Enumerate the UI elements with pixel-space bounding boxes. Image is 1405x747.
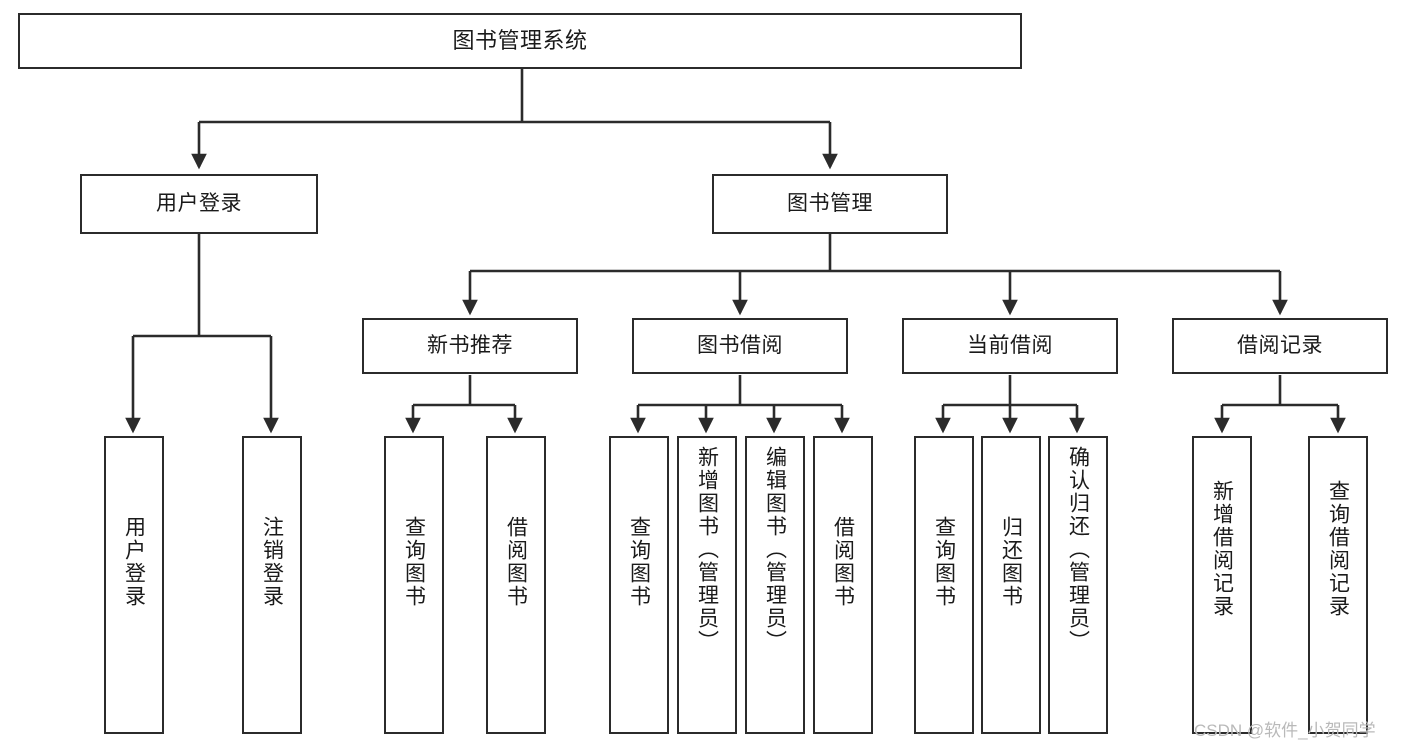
leaf-current-query-book[interactable]: 查询图书 <box>914 436 974 734</box>
node-root-system[interactable]: 图书管理系统 <box>18 13 1022 69</box>
node-label: 借阅图书 <box>831 516 855 608</box>
leaf-new-books-borrow[interactable]: 借阅图书 <box>486 436 546 734</box>
node-label: 编辑图书（管理员） <box>763 446 787 653</box>
node-label: 确认归还（管理员） <box>1066 446 1090 653</box>
node-label: 注销登录 <box>260 516 284 608</box>
node-label: 用户登录 <box>156 191 242 215</box>
node-current-borrow[interactable]: 当前借阅 <box>902 318 1118 374</box>
node-label: 新增图书（管理员） <box>695 446 719 653</box>
node-borrow-records[interactable]: 借阅记录 <box>1172 318 1388 374</box>
leaf-borrow-query-book[interactable]: 查询图书 <box>609 436 669 734</box>
node-user-login[interactable]: 用户登录 <box>80 174 318 234</box>
node-label: 新书推荐 <box>427 333 513 357</box>
node-label: 查询图书 <box>932 516 956 608</box>
node-label: 当前借阅 <box>967 333 1053 357</box>
node-book-management[interactable]: 图书管理 <box>712 174 948 234</box>
node-new-book-recommend[interactable]: 新书推荐 <box>362 318 578 374</box>
node-label: 查询图书 <box>627 516 651 608</box>
leaf-records-add-record[interactable]: 新增借阅记录 <box>1192 436 1252 734</box>
node-label: 图书管理系统 <box>452 28 588 54</box>
node-label: 借阅图书 <box>504 516 528 608</box>
node-label: 用户登录 <box>122 516 146 608</box>
leaf-borrow-add-book-admin[interactable]: 新增图书（管理员） <box>677 436 737 734</box>
node-label: 新增借阅记录 <box>1210 480 1234 618</box>
leaf-user-login-signin[interactable]: 用户登录 <box>104 436 164 734</box>
node-label: 图书管理 <box>787 191 873 215</box>
node-label: 归还图书 <box>999 516 1023 608</box>
node-label: 查询图书 <box>402 516 426 608</box>
leaf-records-query-record[interactable]: 查询借阅记录 <box>1308 436 1368 734</box>
node-book-borrow[interactable]: 图书借阅 <box>632 318 848 374</box>
leaf-current-return-book[interactable]: 归还图书 <box>981 436 1041 734</box>
node-label: 图书借阅 <box>697 333 783 357</box>
node-label: 借阅记录 <box>1237 333 1323 357</box>
leaf-new-books-query[interactable]: 查询图书 <box>384 436 444 734</box>
leaf-user-login-signout[interactable]: 注销登录 <box>242 436 302 734</box>
leaf-borrow-edit-book-admin[interactable]: 编辑图书（管理员） <box>745 436 805 734</box>
csdn-watermark: CSDN @软件_小贺同学 <box>1194 721 1376 740</box>
node-label: 查询借阅记录 <box>1326 480 1350 618</box>
leaf-current-confirm-return-admin[interactable]: 确认归还（管理员） <box>1048 436 1108 734</box>
leaf-borrow-borrow-book[interactable]: 借阅图书 <box>813 436 873 734</box>
